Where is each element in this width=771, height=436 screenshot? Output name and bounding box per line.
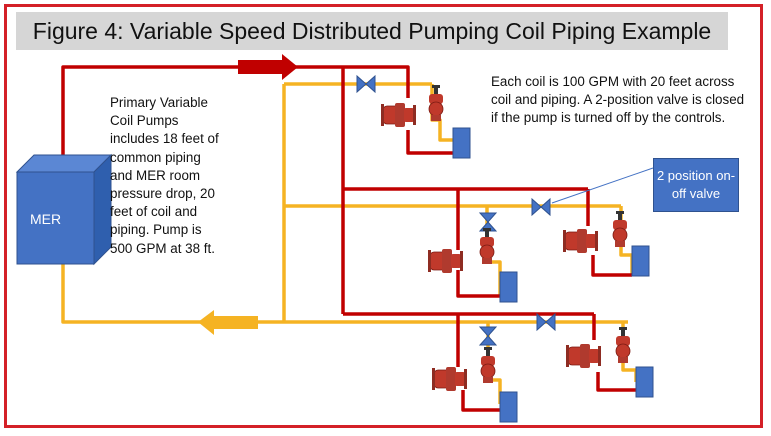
coil-icon — [499, 391, 518, 423]
pump-icon — [431, 366, 468, 392]
control-valve-icon — [480, 346, 496, 384]
control-valve-icon — [615, 326, 631, 364]
bowtie-valve-icon — [531, 198, 551, 216]
supply-piping — [61, 65, 636, 412]
mer-box — [15, 153, 113, 266]
pump-icon — [427, 248, 464, 274]
pump-icon — [565, 343, 602, 369]
coil-note: Each coil is 100 GPM with 20 feet across… — [491, 74, 745, 126]
supply-flow-arrow — [238, 54, 298, 80]
callout-leader-line — [551, 167, 654, 204]
bowtie-valve-icon — [536, 313, 556, 331]
figure-title: Figure 4: Variable Speed Distributed Pum… — [16, 12, 728, 50]
bowtie-valve-icon — [479, 326, 497, 346]
pump-icon — [562, 228, 599, 254]
return-flow-arrow — [198, 310, 258, 335]
coil-icon — [631, 245, 650, 277]
bowtie-valve-icon — [356, 75, 376, 93]
control-valve-icon — [479, 227, 495, 265]
primary-pump-note: Primary Variable Coil Pumps includes 18 … — [110, 95, 219, 256]
control-valve-icon — [612, 210, 628, 248]
coil-icon — [452, 127, 471, 159]
coil-icon — [499, 271, 518, 303]
valve-callout: 2 position on-off valve — [653, 158, 739, 212]
mer-label: MER — [30, 211, 62, 227]
pump-icon — [380, 102, 417, 128]
coil-icon — [635, 366, 654, 398]
